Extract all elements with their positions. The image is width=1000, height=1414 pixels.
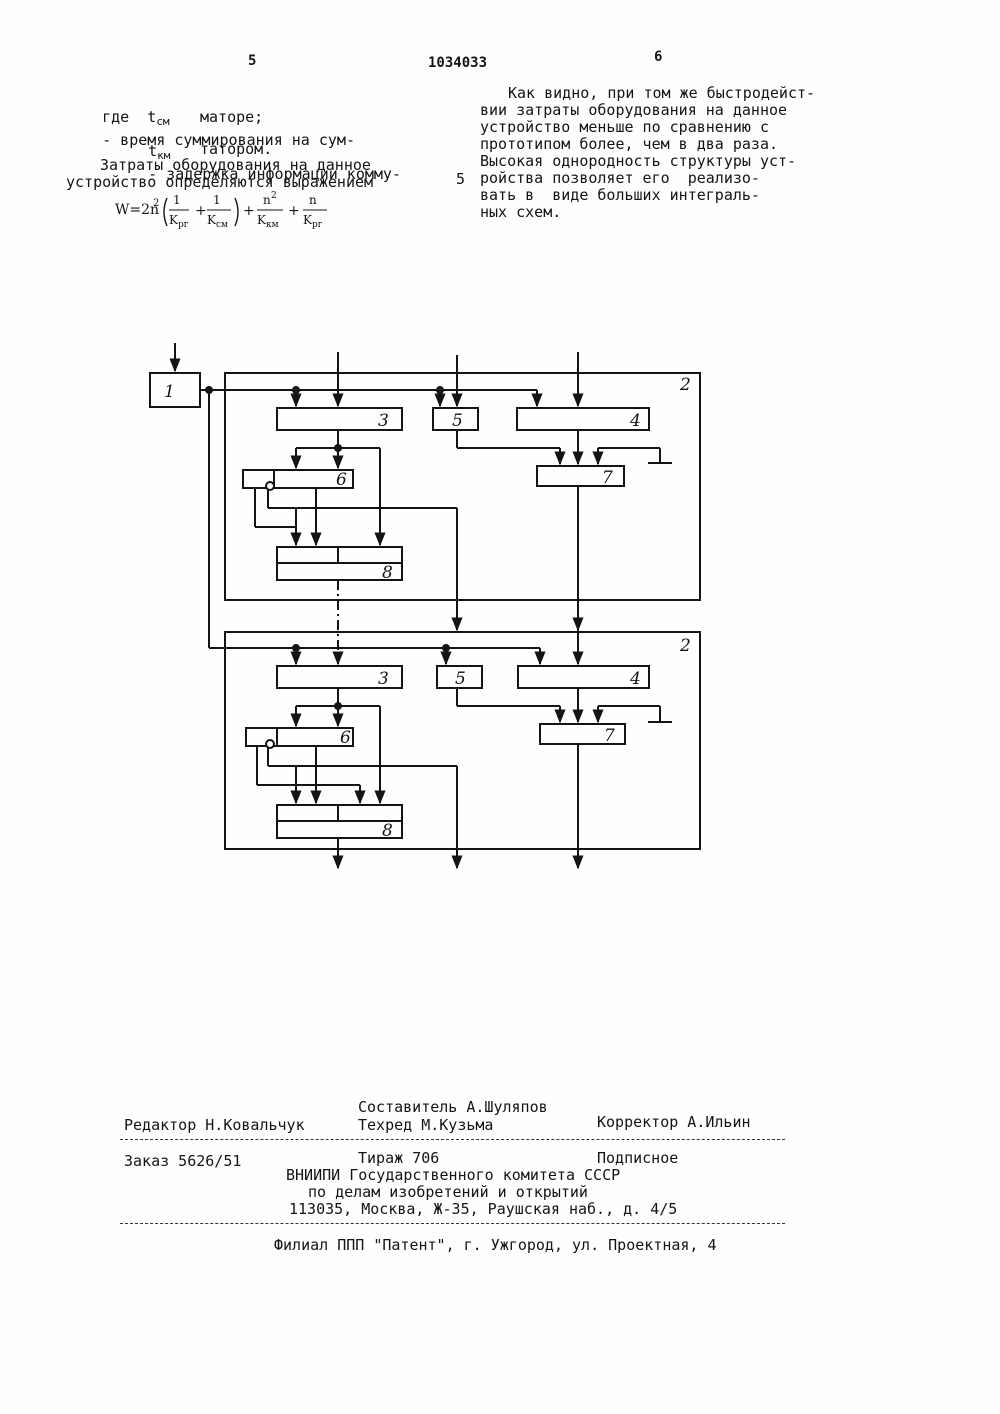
tirazh: Тираж 706: [358, 1149, 439, 1167]
label-block-5-top: 5: [452, 411, 463, 431]
label-block-5-bottom: 5: [455, 669, 466, 689]
label-block-7-bottom: 7: [604, 726, 615, 746]
corrector: Корректор А.Ильин: [597, 1113, 751, 1131]
label-block-1: 1: [164, 382, 175, 402]
label-module-bottom: 2: [679, 636, 691, 656]
subscription: Подписное: [597, 1149, 678, 1167]
label-block-3-bottom: 3: [378, 669, 389, 689]
org-line-3: 113035, Москва, Ж-35, Раушская наб., д. …: [289, 1200, 677, 1218]
label-block-4-top: 4: [629, 411, 641, 431]
label-block-3-top: 3: [378, 411, 389, 431]
footer-rule-2: [120, 1223, 785, 1224]
techred: Техред М.Кузьма: [358, 1116, 493, 1134]
editor: Редактор Н.Ковальчук: [124, 1116, 305, 1134]
label-block-8-top: 8: [382, 563, 393, 583]
label-block-4-bottom: 4: [629, 669, 641, 689]
org-line-1: ВНИИПИ Государственного комитета СССР: [286, 1166, 620, 1184]
order: Заказ 5626/51: [124, 1152, 241, 1170]
branch-address: Филиал ППП "Патент", г. Ужгород, ул. Про…: [274, 1236, 717, 1254]
label-block-7-top: 7: [602, 468, 613, 488]
block-1: [150, 373, 200, 407]
org-line-2: по делам изобретений и открытий: [308, 1183, 588, 1201]
label-block-6-top: 6: [336, 470, 347, 490]
label-block-6-bottom: 6: [340, 728, 351, 748]
label-block-8-bottom: 8: [382, 821, 393, 841]
compiler: Составитель А.Шуляпов: [358, 1098, 548, 1116]
label-module-top: 2: [679, 375, 691, 395]
footer-rule-1: [120, 1139, 785, 1140]
module-outline-bottom: [225, 632, 700, 849]
